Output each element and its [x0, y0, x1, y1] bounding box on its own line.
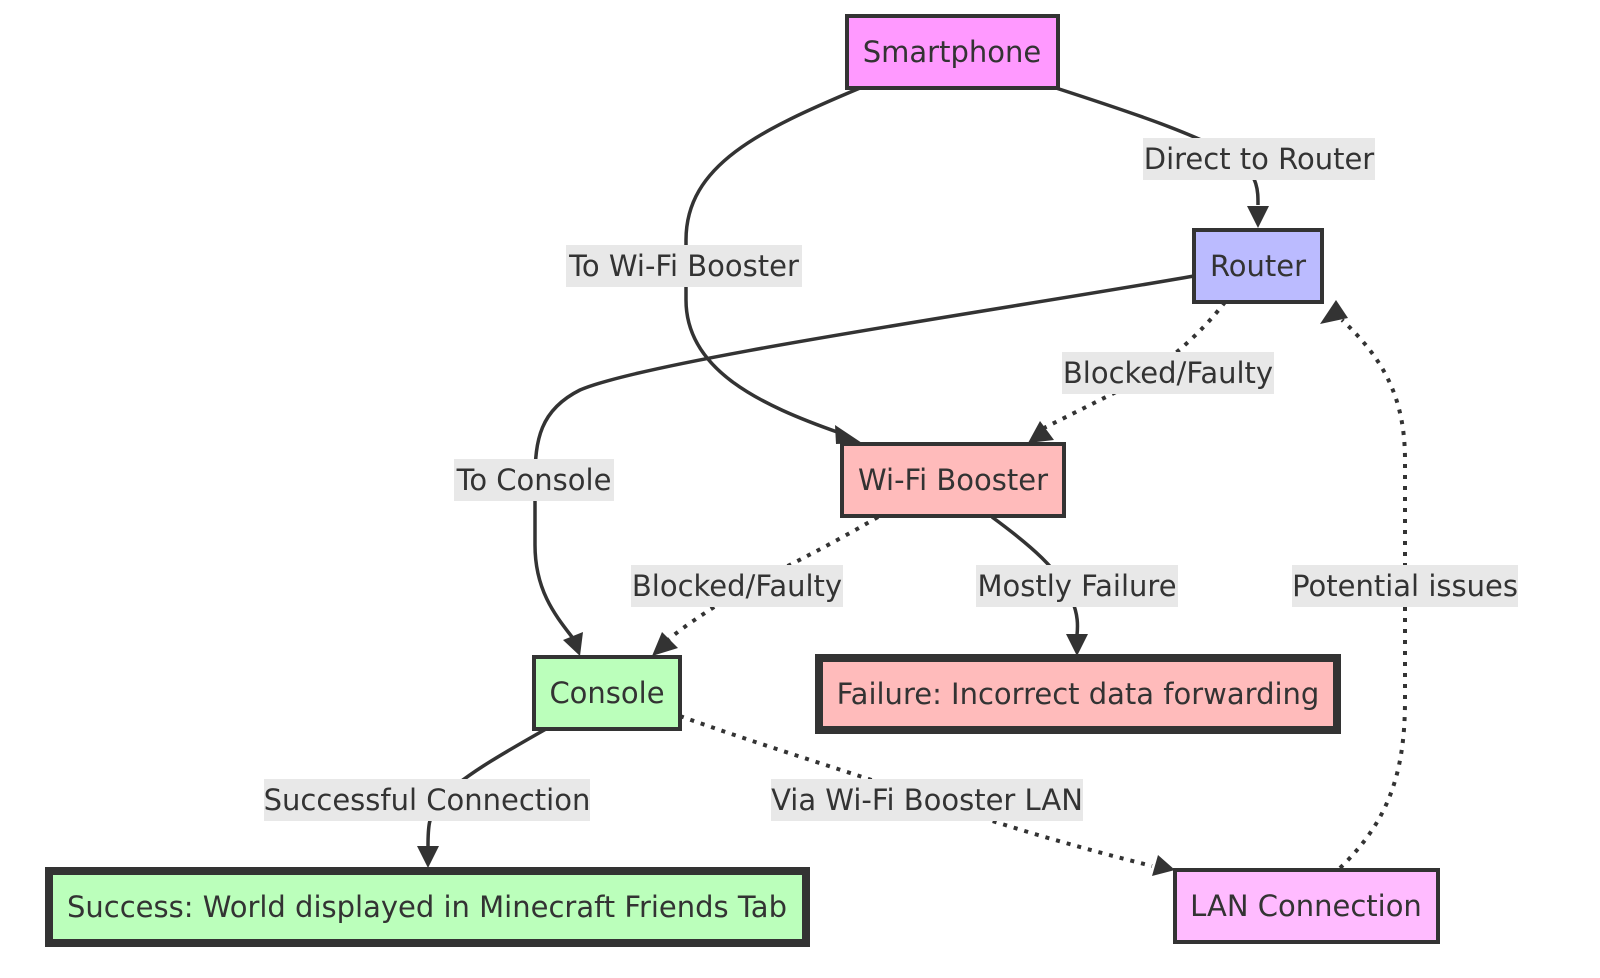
arrowhead-booster-left	[835, 425, 862, 444]
arrowhead-router-top	[1247, 206, 1269, 228]
svg-text:To Wi-Fi Booster: To Wi-Fi Booster	[568, 249, 799, 283]
edge-label-potential-issues: Potential issues	[1292, 565, 1518, 607]
nodes: Smartphone Router Wi-Fi Booster Console …	[45, 14, 1440, 947]
node-failure[interactable]: Failure: Incorrect data forwarding	[815, 654, 1341, 734]
svg-text:LAN Connection: LAN Connection	[1190, 889, 1422, 923]
edges	[417, 86, 1407, 876]
node-smartphone[interactable]: Smartphone	[845, 14, 1060, 90]
node-wifi-booster[interactable]: Wi-Fi Booster	[840, 442, 1066, 518]
edge-label-router-blocked: Blocked/Faulty	[1062, 352, 1274, 394]
arrowhead-console-left	[563, 632, 583, 656]
arrowhead-router-bottom	[1320, 300, 1348, 324]
node-lan-connection[interactable]: LAN Connection	[1173, 868, 1440, 944]
edge-lan-router	[1338, 318, 1407, 870]
svg-text:Mostly Failure: Mostly Failure	[977, 569, 1176, 603]
arrowhead-lan-left	[1152, 855, 1175, 876]
svg-text:Wi-Fi Booster: Wi-Fi Booster	[858, 463, 1048, 497]
edge-smartphone-booster	[684, 86, 861, 435]
edge-router-booster	[1043, 300, 1227, 430]
svg-text:Successful Connection: Successful Connection	[264, 783, 591, 817]
edge-console-lan	[679, 714, 1153, 868]
arrowhead-booster-right	[1028, 421, 1054, 443]
svg-text:Router: Router	[1210, 249, 1306, 283]
svg-text:Success: World displayed in Mi: Success: World displayed in Minecraft Fr…	[67, 890, 787, 924]
svg-text:To Console: To Console	[456, 463, 612, 497]
svg-text:Direct to Router: Direct to Router	[1144, 142, 1375, 176]
node-success[interactable]: Success: World displayed in Minecraft Fr…	[45, 867, 810, 947]
svg-text:Failure: Incorrect data forwar: Failure: Incorrect data forwarding	[837, 677, 1320, 711]
svg-text:Smartphone: Smartphone	[863, 35, 1041, 69]
svg-text:Console: Console	[549, 676, 664, 710]
edge-label-to-wifi-booster: To Wi-Fi Booster	[566, 245, 802, 287]
edge-label-successful-connection: Successful Connection	[264, 779, 591, 821]
node-router[interactable]: Router	[1192, 228, 1324, 304]
edge-label-via-booster-lan: Via Wi-Fi Booster LAN	[771, 779, 1083, 821]
svg-text:Potential issues: Potential issues	[1292, 569, 1518, 603]
arrowhead-failure-top	[1066, 634, 1088, 656]
edge-label-booster-blocked: Blocked/Faulty	[631, 565, 843, 607]
node-console[interactable]: Console	[532, 655, 682, 731]
arrowhead-success-top	[417, 846, 439, 868]
edge-router-console	[533, 274, 1195, 639]
svg-text:Blocked/Faulty: Blocked/Faulty	[1063, 356, 1273, 390]
edge-label-direct-to-router: Direct to Router	[1143, 138, 1375, 180]
svg-text:Via Wi-Fi Booster LAN: Via Wi-Fi Booster LAN	[771, 783, 1083, 817]
arrowhead-console-right	[652, 632, 678, 656]
svg-text:Blocked/Faulty: Blocked/Faulty	[632, 569, 842, 603]
edge-label-to-console: To Console	[454, 459, 614, 501]
edge-label-mostly-failure: Mostly Failure	[976, 565, 1178, 607]
edge-labels: Direct to Router To Wi-Fi Booster To Con…	[264, 138, 1518, 821]
